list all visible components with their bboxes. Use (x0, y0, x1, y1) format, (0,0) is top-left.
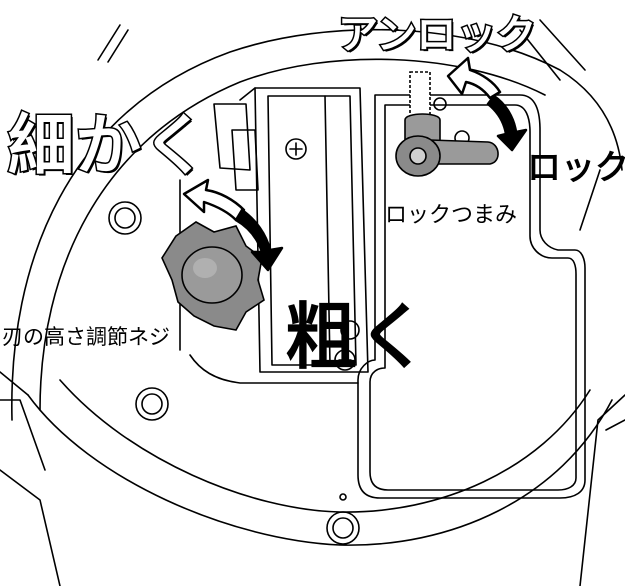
base-lower-edge (27, 394, 613, 546)
mount-hole (108, 201, 142, 235)
lock-arrow (486, 94, 528, 152)
lock-label: ロック (527, 148, 625, 188)
left-leg (0, 469, 61, 586)
throat-opening (357, 94, 586, 499)
base-lower-edge-inner (59, 379, 591, 513)
coarse-arrow (234, 208, 284, 272)
blade-height-screw-label: 刃の高さ調節ネジ (2, 325, 170, 349)
height-adjust-knob (161, 221, 265, 331)
lock-knob (395, 71, 499, 177)
base-inner-rim (39, 58, 546, 411)
base-outer-rim (11, 28, 623, 421)
plate-screw (285, 138, 307, 160)
coarse-label: 粗く (285, 295, 430, 379)
mount-hole (326, 511, 360, 545)
fine-label: 細かく (7, 106, 210, 186)
right-leg (579, 394, 625, 586)
mount-hole (135, 387, 169, 421)
unlock-arrow (446, 56, 502, 100)
unlock-label: アンロック (336, 11, 537, 60)
lock-knob-label: ロックつまみ (385, 203, 518, 228)
